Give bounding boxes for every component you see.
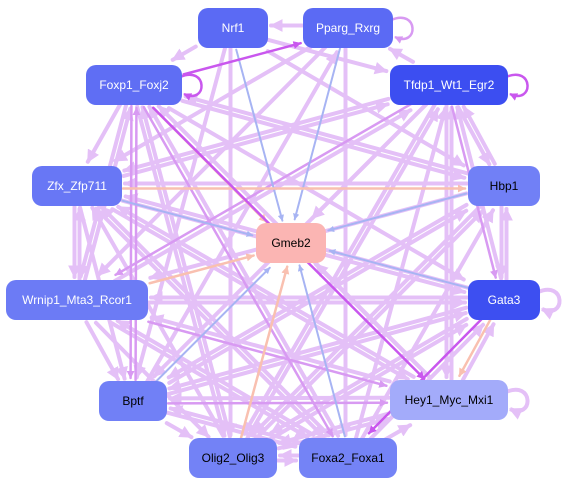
node-box-bptf[interactable] — [99, 381, 167, 421]
edge-zfx-to-gmeb2 — [121, 199, 254, 237]
edge-nrf1-to-foxp1 — [170, 44, 198, 62]
edge-foxa2-to-hey1 — [383, 423, 413, 442]
node-box-tfdp1[interactable] — [390, 65, 508, 105]
node-wrnip1[interactable]: Wrnip1_Mta3_Rcor1 — [6, 280, 148, 320]
edge-foxp1-to-gata3 — [166, 106, 466, 282]
edge-foxp1-to-pparg — [182, 41, 302, 76]
node-pparg[interactable]: Pparg_Rxrg — [303, 8, 393, 48]
node-label-hey1: Hey1_Myc_Mxi1 — [405, 393, 494, 407]
node-label-zfx: Zfx_Zfp711 — [47, 179, 107, 193]
node-label-gata3: Gata3 — [488, 293, 521, 307]
node-label-nrf1: Nrf1 — [222, 21, 245, 35]
edge-wrnip1-to-gmeb2 — [148, 253, 255, 285]
edge-hey1-to-bptf — [167, 391, 391, 405]
edge-foxa2-to-bptf — [168, 405, 301, 445]
self-loop-hey1 — [505, 387, 530, 420]
edge-hbp1-to-gmeb2 — [327, 192, 468, 233]
edge-tfdp1-to-pparg — [387, 46, 416, 64]
edge-tfdp1-to-olig2 — [242, 102, 437, 436]
edge-bptf-to-foxp1 — [132, 106, 141, 382]
node-box-gmeb2[interactable] — [256, 223, 326, 263]
node-box-hbp1[interactable] — [468, 166, 540, 206]
edge-pparg-to-gmeb2 — [293, 47, 342, 221]
edge-hey1-to-zfx — [116, 204, 416, 379]
node-box-pparg[interactable] — [303, 8, 393, 48]
edge-wrnip1-to-bptf — [84, 320, 121, 382]
edge-hey1-to-wrnip1 — [149, 314, 392, 384]
edge-foxp1-to-bptf — [126, 104, 135, 380]
node-label-hbp1: Hbp1 — [490, 179, 519, 193]
node-label-pparg: Pparg_Rxrg — [316, 21, 380, 35]
node-box-zfx[interactable] — [32, 166, 122, 206]
node-box-nrf1[interactable] — [198, 8, 268, 48]
edge-olig2-to-gmeb2 — [239, 265, 290, 439]
edge-hey1-to-gata3 — [460, 322, 496, 383]
self-loop-gata3 — [537, 287, 562, 320]
node-nrf1[interactable]: Nrf1 — [198, 8, 268, 48]
edge-foxa2-to-gmeb2 — [297, 264, 346, 438]
node-gata3[interactable]: Gata3 — [468, 280, 540, 320]
edge-foxa2-to-wrnip1 — [115, 318, 316, 437]
edge-foxp1-to-zfx — [85, 102, 122, 164]
self-loop-foxp1 — [179, 73, 203, 101]
node-box-gata3[interactable] — [468, 280, 540, 320]
node-box-olig2[interactable] — [189, 438, 277, 478]
edge-nrf1-to-gmeb2 — [235, 48, 284, 222]
node-box-foxp1[interactable] — [86, 65, 182, 105]
self-loops-layer — [179, 16, 562, 420]
node-label-foxa2: Foxa2_Foxa1 — [311, 451, 385, 465]
node-zfx[interactable]: Zfx_Zfp711 — [32, 166, 122, 206]
edge-hbp1-to-bptf — [166, 202, 469, 380]
edge-zfx-to-tfdp1 — [121, 101, 390, 178]
edge-bptf-to-hey1 — [166, 398, 389, 407]
node-foxa2[interactable]: Foxa2_Foxa1 — [299, 438, 397, 478]
edge-hbp1-to-foxp1 — [183, 93, 470, 176]
node-label-olig2: Olig2_Olig3 — [202, 451, 265, 465]
edge-olig2-to-foxp1 — [139, 105, 232, 439]
edge-wrnip1-to-tfdp1 — [112, 108, 413, 284]
edge-foxp1-to-hbp1 — [180, 98, 467, 181]
node-bptf[interactable]: Bptf — [99, 381, 167, 421]
edge-olig2-to-zfx — [90, 205, 226, 438]
edge-gata3-to-gmeb2 — [328, 249, 469, 289]
edge-gata3-to-hey1 — [458, 318, 492, 378]
edge-foxp1-to-foxa2 — [142, 105, 334, 438]
node-box-wrnip1[interactable] — [6, 280, 148, 320]
edge-wrnip1-to-hey1 — [147, 320, 388, 388]
node-label-tfdp1: Tfdp1_Wt1_Egr2 — [404, 78, 495, 92]
node-tfdp1[interactable]: Tfdp1_Wt1_Egr2 — [390, 65, 508, 105]
node-label-gmeb2: Gmeb2 — [271, 236, 311, 250]
node-label-foxp1: Foxp1_Foxj2 — [99, 78, 169, 92]
node-foxp1[interactable]: Foxp1_Foxj2 — [86, 65, 182, 105]
node-box-foxa2[interactable] — [299, 438, 397, 478]
node-hbp1[interactable]: Hbp1 — [468, 166, 540, 206]
node-gmeb2[interactable]: Gmeb2 — [256, 223, 326, 263]
self-loop-pparg — [390, 16, 414, 44]
edge-tfdp1-to-zfx — [122, 96, 391, 174]
edge-bptf-to-hbp1 — [167, 208, 469, 385]
node-label-wrnip1: Wrnip1_Mta3_Rcor1 — [22, 293, 132, 307]
edge-gata3-to-bptf — [167, 305, 469, 392]
node-hey1[interactable]: Hey1_Myc_Mxi1 — [390, 380, 508, 420]
node-box-hey1[interactable] — [390, 380, 508, 420]
edge-bptf-to-gmeb2 — [154, 266, 271, 383]
node-olig2[interactable]: Olig2_Olig3 — [189, 438, 277, 478]
edge-gata3-to-foxa2 — [367, 317, 483, 435]
self-loop-tfdp1 — [505, 73, 529, 101]
edge-zfx-to-hey1 — [110, 207, 410, 382]
edge-hbp1-to-olig2 — [252, 203, 484, 436]
edge-bptf-to-olig2 — [164, 421, 194, 440]
edge-foxa2-to-foxp1 — [147, 104, 341, 438]
node-label-bptf: Bptf — [122, 394, 144, 408]
